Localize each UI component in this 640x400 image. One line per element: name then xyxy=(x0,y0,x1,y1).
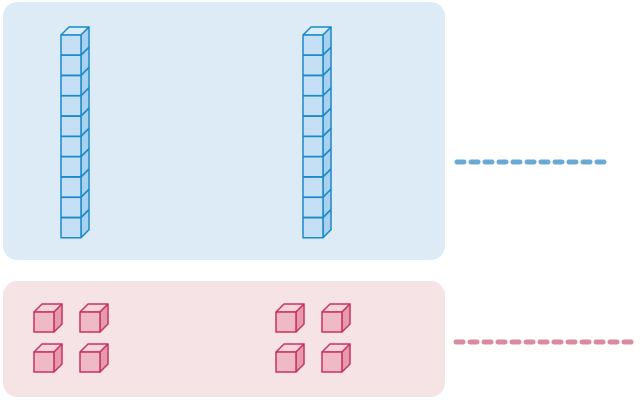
cube-front-face xyxy=(33,311,55,333)
rod-cube xyxy=(302,26,332,56)
cube-front-face xyxy=(302,54,324,77)
unit-cube xyxy=(79,343,109,373)
unit-cube xyxy=(33,303,63,333)
ones-cluster xyxy=(275,303,351,373)
unit-cube xyxy=(275,303,305,333)
rod-cube xyxy=(302,168,332,198)
unit-cube xyxy=(33,343,63,373)
tens-rods xyxy=(60,26,332,239)
rod-cube xyxy=(60,26,90,56)
cube-front-face xyxy=(275,311,297,333)
cube-front-face xyxy=(302,196,324,219)
rod-cube xyxy=(60,188,90,219)
rod-cube xyxy=(302,208,332,239)
cube-front-face xyxy=(302,115,324,137)
cube-front-face xyxy=(79,311,101,333)
cube-front-face xyxy=(60,196,82,219)
ten-rod xyxy=(302,26,332,239)
unit-cube xyxy=(321,343,351,373)
cube-front-face xyxy=(33,351,55,373)
cube-front-face xyxy=(321,311,343,333)
unit-cube xyxy=(79,303,109,333)
cube-front-face xyxy=(302,216,324,239)
cube-front-face xyxy=(60,54,82,77)
cube-front-face xyxy=(302,135,324,158)
cube-front-face xyxy=(302,74,324,97)
rod-cube xyxy=(302,188,332,219)
ones-cluster xyxy=(33,303,109,373)
rod-cube xyxy=(60,46,90,77)
cube-front-face xyxy=(302,176,324,198)
cube-front-face xyxy=(302,156,324,178)
rod-cube xyxy=(60,208,90,239)
cube-front-face xyxy=(60,176,82,198)
cube-front-face xyxy=(302,34,324,56)
rod-cube xyxy=(302,66,332,97)
ones-panel xyxy=(3,281,445,397)
rod-cube xyxy=(302,148,332,178)
cube-front-face xyxy=(79,351,101,373)
rod-cube xyxy=(60,66,90,97)
rod-cube xyxy=(302,46,332,77)
tens-panel xyxy=(3,2,445,260)
cube-front-face xyxy=(302,95,324,117)
cube-front-face xyxy=(275,351,297,373)
cube-front-face xyxy=(60,135,82,158)
cube-front-face xyxy=(60,74,82,97)
rod-cube xyxy=(60,87,90,117)
ten-rod xyxy=(60,26,90,239)
cube-front-face xyxy=(60,95,82,117)
rod-cube xyxy=(60,127,90,158)
unit-cube xyxy=(275,343,305,373)
ones-cubes xyxy=(33,303,351,373)
rod-cube xyxy=(60,168,90,198)
cube-front-face xyxy=(60,156,82,178)
rod-cube xyxy=(302,107,332,137)
cube-front-face xyxy=(60,115,82,137)
unit-cube xyxy=(321,303,351,333)
cube-front-face xyxy=(60,216,82,239)
cube-front-face xyxy=(321,351,343,373)
cube-front-face xyxy=(60,34,82,56)
